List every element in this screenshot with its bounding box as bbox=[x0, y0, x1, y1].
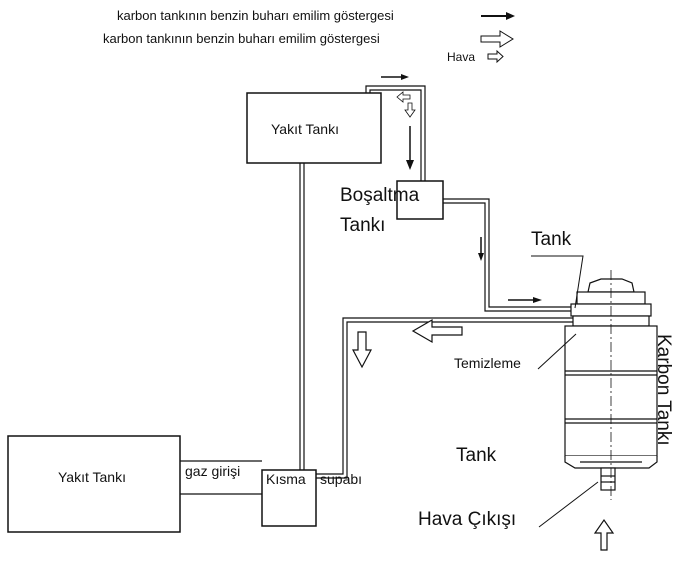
drain-arrow-down bbox=[478, 237, 484, 261]
fuel-tank-top-label: Yakıt Tankı bbox=[271, 121, 339, 137]
leader-lines bbox=[531, 255, 599, 528]
tank-mid-label: Tank bbox=[456, 445, 497, 466]
gas-inlet-label: gaz girişi bbox=[185, 463, 241, 479]
purge-pipe bbox=[316, 317, 575, 479]
throttle-label-2: supabı bbox=[320, 471, 363, 487]
throttle-label-1: Kısma bbox=[266, 471, 306, 487]
drain-tank-box bbox=[396, 180, 444, 220]
legend-label-3: Hava bbox=[447, 50, 476, 64]
tank-top-label: Tank bbox=[531, 229, 572, 250]
purge-arrow-down bbox=[352, 331, 372, 369]
vent-arrow-down-solid bbox=[406, 126, 414, 170]
fuel-tank-top-box bbox=[246, 92, 382, 164]
gas-inlet-pipe bbox=[180, 460, 262, 495]
legend-label-1: karbon tankının benzin buharı emilim gös… bbox=[117, 8, 394, 23]
drain-arrow-right bbox=[508, 297, 542, 303]
legend-arrow-solid bbox=[481, 12, 515, 20]
purge-label: Temizleme bbox=[454, 355, 521, 371]
legend-label-2: karbon tankının benzin buharı emilim gös… bbox=[103, 31, 380, 46]
vent-arrow-left-air bbox=[396, 91, 411, 103]
air-inlet-arrow bbox=[593, 518, 615, 551]
fuel-tank-bottom-box bbox=[7, 435, 181, 533]
vent-arrow-down-air bbox=[404, 102, 416, 118]
tank-to-throttle-pipe bbox=[299, 163, 305, 470]
air-outlet-label: Hava Çıkışı bbox=[418, 509, 517, 530]
legend-arrow-hollow bbox=[480, 30, 514, 48]
drain-tank-label: Boşaltma Tankı bbox=[340, 185, 420, 236]
fuel-tank-bottom-label: Yakıt Tankı bbox=[58, 469, 126, 485]
throttle-box bbox=[261, 469, 317, 527]
legend-arrow-air bbox=[487, 49, 504, 64]
vent-arrow-right bbox=[381, 74, 409, 80]
drain-to-carbon-pipe bbox=[443, 198, 575, 312]
purge-arrow-left bbox=[411, 318, 463, 344]
vent-pipe bbox=[365, 85, 426, 181]
carbon-tank-label: Karbon Tankı bbox=[653, 334, 674, 446]
